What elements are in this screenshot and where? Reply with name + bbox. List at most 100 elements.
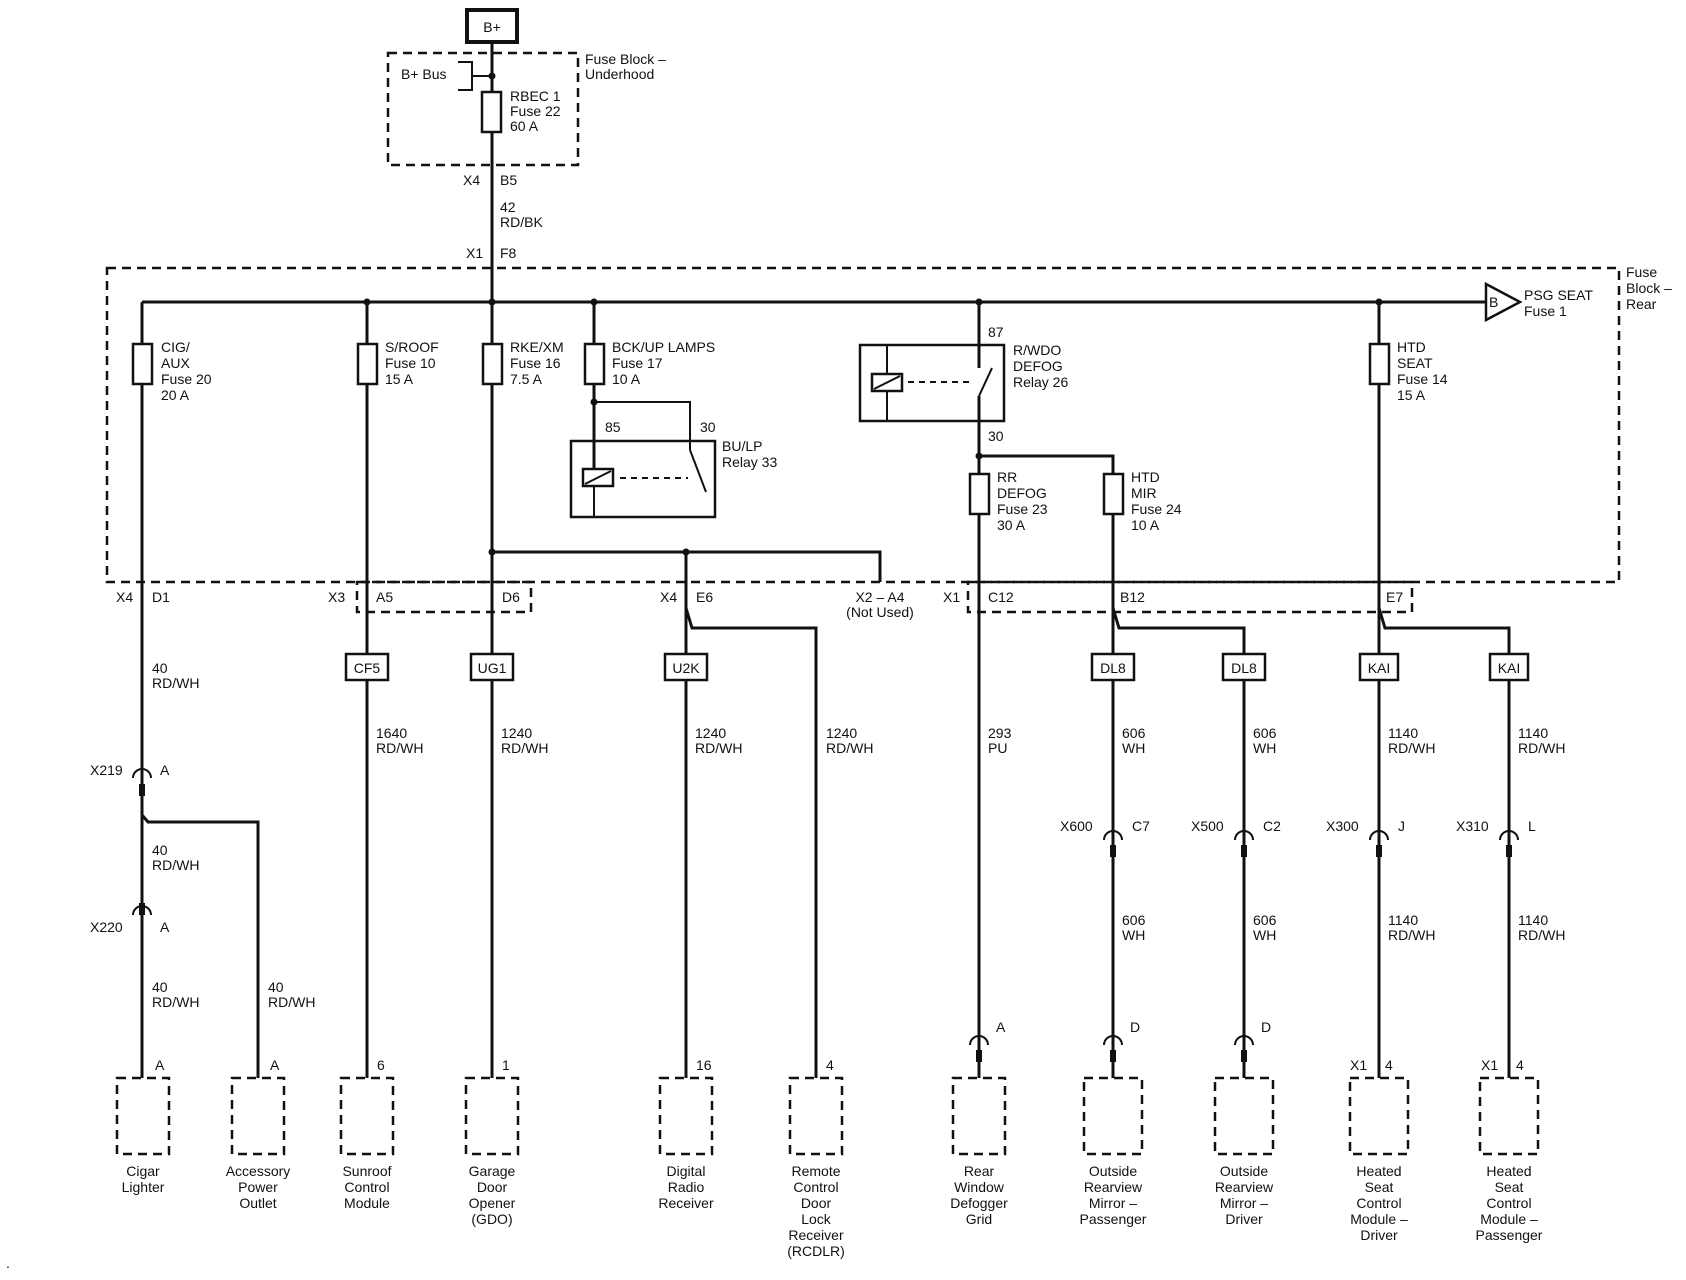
fuse-bck-up-label-1: BCK/UP LAMPS	[612, 339, 715, 355]
x600-name: X600	[1060, 818, 1093, 834]
wire-1140-label-3b: RD/WH	[1388, 927, 1435, 943]
inline-connector-x300	[1369, 830, 1389, 857]
psg-seat-label-1: PSG SEAT	[1524, 287, 1593, 303]
component-accessory-power-outlet: A Accessory Power Outlet	[226, 1057, 291, 1211]
rwdo-relay-label-1: R/WDO	[1013, 342, 1061, 358]
fuse-rke-xm-label-3: 7.5 A	[510, 371, 543, 387]
fuse-block-underhood-label-2: Underhood	[585, 66, 654, 82]
fuse-sroof-label-3: 15 A	[385, 371, 414, 387]
fuse-htd-mir-label-1: HTD	[1131, 469, 1160, 485]
fuse-rr-defog-label-4: 30 A	[997, 517, 1026, 533]
rcdlr-pin: 4	[826, 1057, 834, 1073]
bulp-relay-node	[590, 398, 598, 406]
fuse-cig-aux-label-3: Fuse 20	[161, 371, 212, 387]
rcdlr-label-3: Door	[801, 1195, 832, 1211]
fuse-bck-up-label-3: 10 A	[612, 371, 641, 387]
sunroof-label-3: Module	[344, 1195, 390, 1211]
component-digital-radio-receiver: 16 Digital Radio Receiver	[658, 1057, 714, 1211]
fuse-htd-mir-label-4: 10 A	[1131, 517, 1160, 533]
fuse-block-rear-label-2: Block –	[1626, 280, 1672, 296]
wire-42-label-1: 42	[500, 199, 516, 215]
component-outside-mirror-passenger: D Outside Rearview Mirror – Passenger	[1080, 1019, 1147, 1227]
conn-x2-a4-label-1: X2 – A4	[855, 589, 904, 605]
seat-drv-pin: 4	[1385, 1057, 1393, 1073]
wire-1640-label-a: 1640	[376, 725, 407, 741]
seat-pass-label-5: Passenger	[1476, 1227, 1543, 1243]
conn-e7-label: E7	[1386, 589, 1403, 605]
wire-1140-label-3a: 1140	[1388, 912, 1418, 928]
stray-mark: .	[6, 1255, 10, 1271]
fuse-rke-xm-label-1: RKE/XM	[510, 339, 564, 355]
splice-ug1: UG1	[469, 652, 515, 682]
x600-pin: C7	[1132, 818, 1150, 834]
offpage-arrow-b	[1484, 281, 1523, 323]
rbec-fuse-label-2: Fuse 22	[510, 103, 561, 119]
wire-1140-label-4a: 1140	[1518, 912, 1548, 928]
inline-connector-x600	[1103, 830, 1123, 857]
rwdo-relay-switch	[978, 367, 993, 397]
rcdlr-label-1: Remote	[791, 1163, 840, 1179]
rwdo-relay-label-2: DEFOG	[1013, 358, 1063, 374]
fuse-rr-defog-label-2: DEFOG	[997, 485, 1047, 501]
fuse-block-rear-outline	[105, 266, 1621, 584]
component-connector-defogger	[969, 1035, 989, 1062]
bplus-bus-bracket	[458, 61, 492, 91]
connector-x3-outline	[355, 580, 533, 614]
fuse-sroof-label-2: Fuse 10	[385, 355, 436, 371]
fuse-htd-mir-label-2: MIR	[1131, 485, 1157, 501]
wire-1140-label-2a: 1140	[1518, 725, 1548, 741]
wire-42-label-2: RD/BK	[500, 214, 543, 230]
wire-40-label-1a: 40	[152, 660, 168, 676]
mirror-pass-pin: D	[1130, 1019, 1140, 1035]
wire-1140-label-1a: 1140	[1388, 725, 1418, 741]
conn-x1-label: X1	[466, 245, 483, 261]
fuse-htd-seat-symbol	[1368, 342, 1391, 386]
wire-htd-mir-branch	[979, 454, 1115, 590]
mirror-drv-label-3: Mirror –	[1220, 1195, 1268, 1211]
bulp-relay-label-1: BU/LP	[722, 438, 762, 454]
wire-1140-label-1b: RD/WH	[1388, 740, 1435, 756]
bulp-pin-30: 30	[700, 419, 716, 435]
rwdo-pin-30: 30	[988, 428, 1004, 444]
splice-ug1-label: UG1	[478, 660, 507, 676]
x300-pin: J	[1398, 818, 1405, 834]
inline-connector-x500	[1234, 830, 1254, 857]
mirror-pass-label-1: Outside	[1089, 1163, 1137, 1179]
accessory-label-2: Power	[238, 1179, 278, 1195]
splice-u2k-label: U2K	[672, 660, 700, 676]
fuse-cig-aux-symbol	[131, 342, 154, 386]
wire-1240-label-2a: 1240	[695, 725, 726, 741]
conn-x3-label: X3	[328, 589, 345, 605]
wire-1240-label-3b: RD/WH	[826, 740, 873, 756]
bulp-relay-switch	[689, 449, 707, 493]
sunroof-pin: 6	[377, 1057, 385, 1073]
splice-u2k: U2K	[663, 652, 709, 682]
splice-dl8-driver-label: DL8	[1231, 660, 1257, 676]
fuse-rr-defog-label-3: Fuse 23	[997, 501, 1048, 517]
cigar-pin: A	[155, 1057, 165, 1073]
gdo-pin: 1	[502, 1057, 510, 1073]
fuse-htd-seat-label-4: 15 A	[1397, 387, 1426, 403]
connector-x1-outline	[966, 580, 1414, 614]
radio-label-3: Receiver	[658, 1195, 714, 1211]
component-garage-door-opener: 1 Garage Door Opener (GDO)	[464, 1057, 520, 1227]
bulp-relay-coil-slash	[584, 470, 612, 485]
wire-1240-label-2b: RD/WH	[695, 740, 742, 756]
component-connector-mirror-passenger	[1103, 1035, 1123, 1062]
seat-drv-conn: X1	[1350, 1057, 1367, 1073]
rke-e6-node	[682, 548, 690, 556]
inline-connector-x310	[1499, 830, 1519, 857]
defogger-label-1: Rear	[964, 1163, 995, 1179]
seat-drv-label-1: Heated	[1356, 1163, 1401, 1179]
wire-accessory-branch	[140, 814, 260, 1078]
wire-606-label-1b: WH	[1122, 740, 1145, 756]
splice-kai-driver-label: KAI	[1368, 660, 1391, 676]
rcdlr-label-2: Control	[793, 1179, 838, 1195]
mirror-drv-label-2: Rearview	[1215, 1179, 1274, 1195]
wire-606-label-2a: 606	[1253, 725, 1277, 741]
mirror-pass-label-2: Rearview	[1084, 1179, 1143, 1195]
conn-x4-d-label: X4	[116, 589, 133, 605]
fuse-rke-xm-label-2: Fuse 16	[510, 355, 561, 371]
b-plus-label: B+	[483, 19, 501, 35]
component-sunroof-control-module: 6 Sunroof Control Module	[339, 1057, 395, 1211]
